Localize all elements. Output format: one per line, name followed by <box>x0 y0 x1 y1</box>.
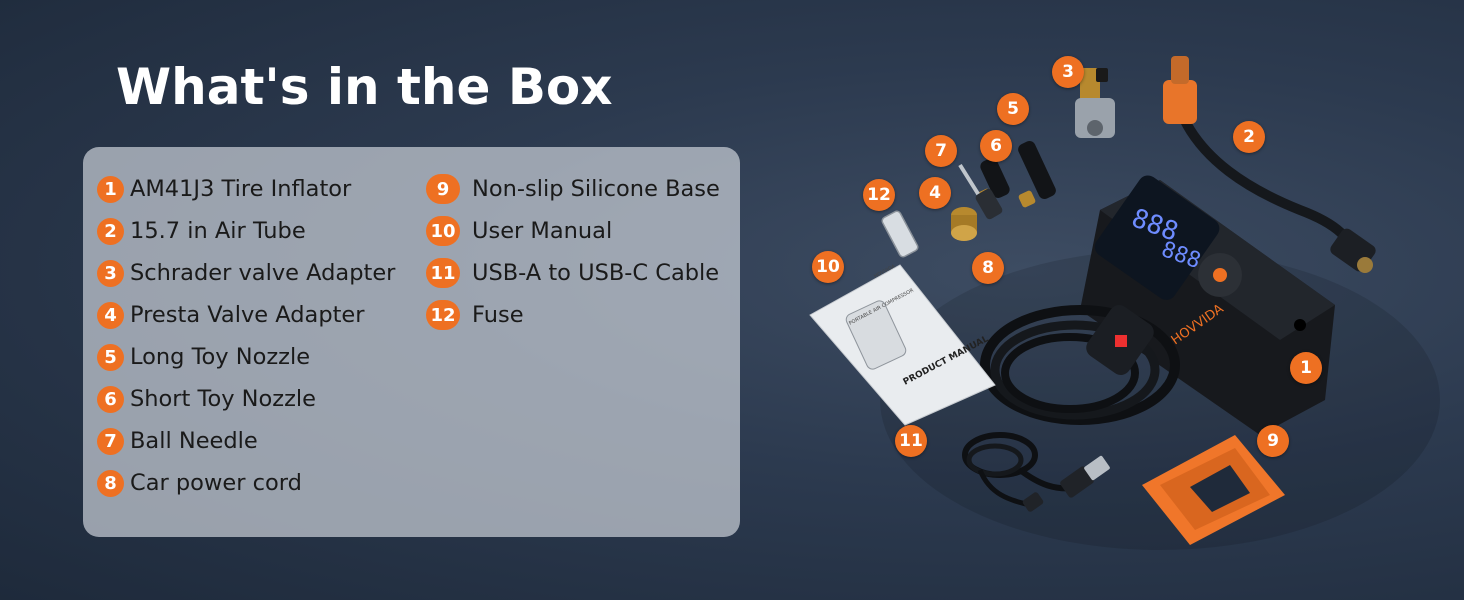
long-toy-nozzle-icon <box>1018 140 1056 208</box>
silicone-base-icon <box>1142 435 1285 545</box>
item-label: Non-slip Silicone Base <box>472 176 720 202</box>
callout-7: 7 <box>925 135 957 167</box>
list-item: 5 Long Toy Nozzle <box>97 341 310 373</box>
list-item: 3 Schrader valve Adapter <box>97 257 395 289</box>
list-item: 7 Ball Needle <box>97 425 258 457</box>
product-scene: 888 888 HOVVIDA PRODUCT MANUAL PORTABLE … <box>809 56 1440 550</box>
item-number-badge: 2 <box>97 217 124 245</box>
list-item: 6 Short Toy Nozzle <box>97 383 316 415</box>
item-number-badge: 7 <box>97 427 124 455</box>
user-manual-icon: PRODUCT MANUAL PORTABLE AIR COMPRESSOR H… <box>809 263 996 426</box>
callout-10: 10 <box>812 251 844 283</box>
callout-2: 2 <box>1233 121 1265 153</box>
item-label: 15.7 in Air Tube <box>130 218 306 244</box>
item-number-badge: 9 <box>426 174 460 204</box>
callout-6: 6 <box>980 130 1012 162</box>
item-label: Short Toy Nozzle <box>130 386 316 412</box>
item-number-badge: 4 <box>97 301 124 329</box>
item-number-badge: 3 <box>97 259 124 287</box>
list-item: 12 Fuse <box>426 299 524 331</box>
item-label: Fuse <box>472 302 524 328</box>
callout-4: 4 <box>919 177 951 209</box>
callout-3: 3 <box>1052 56 1084 88</box>
item-number-badge: 5 <box>97 343 124 371</box>
item-number-badge: 11 <box>426 258 460 288</box>
item-label: USB-A to USB-C Cable <box>472 260 720 286</box>
item-label: Schrader valve Adapter <box>130 260 396 286</box>
item-number-badge: 10 <box>426 216 460 246</box>
list-item: 10 User Manual <box>426 215 612 247</box>
callout-1: 1 <box>1290 352 1322 384</box>
callout-12: 12 <box>863 179 895 211</box>
item-label: Presta Valve Adapter <box>130 302 365 328</box>
car-power-cord-icon <box>980 305 1180 425</box>
item-label: AM41J3 Tire Inflator <box>130 176 352 202</box>
item-label: Long Toy Nozzle <box>130 344 311 370</box>
presta-adapter-icon <box>951 207 977 241</box>
list-item: 1 AM41J3 Tire Inflator <box>97 173 351 205</box>
page-title: What's in the Box <box>116 58 613 116</box>
item-label: User Manual <box>472 218 613 244</box>
air-tube-icon <box>1163 56 1376 273</box>
list-item: 8 Car power cord <box>97 467 302 499</box>
list-item: 9 Non-slip Silicone Base <box>426 173 720 205</box>
list-item: 4 Presta Valve Adapter <box>97 299 365 331</box>
item-number-badge: 12 <box>426 300 460 330</box>
callout-11: 11 <box>895 425 927 457</box>
contents-panel: 1 AM41J3 Tire Inflator 2 15.7 in Air Tub… <box>83 147 740 537</box>
fuse-icon <box>881 210 919 258</box>
callout-8: 8 <box>972 252 1004 284</box>
schrader-adapter-icon <box>1075 68 1115 138</box>
item-label: Ball Needle <box>130 428 258 454</box>
list-item: 2 15.7 in Air Tube <box>97 215 306 247</box>
item-number-badge: 8 <box>97 469 124 497</box>
list-item: 11 USB-A to USB-C Cable <box>426 257 719 289</box>
callout-9: 9 <box>1257 425 1289 457</box>
item-number-badge: 1 <box>97 175 124 203</box>
callout-5: 5 <box>997 93 1029 125</box>
item-label: Car power cord <box>130 470 302 496</box>
usb-cable-icon <box>962 432 1110 512</box>
item-number-badge: 6 <box>97 385 124 413</box>
ball-needle-icon <box>958 163 1003 220</box>
tire-inflator-icon: 888 888 HOVVIDA <box>1080 175 1335 435</box>
